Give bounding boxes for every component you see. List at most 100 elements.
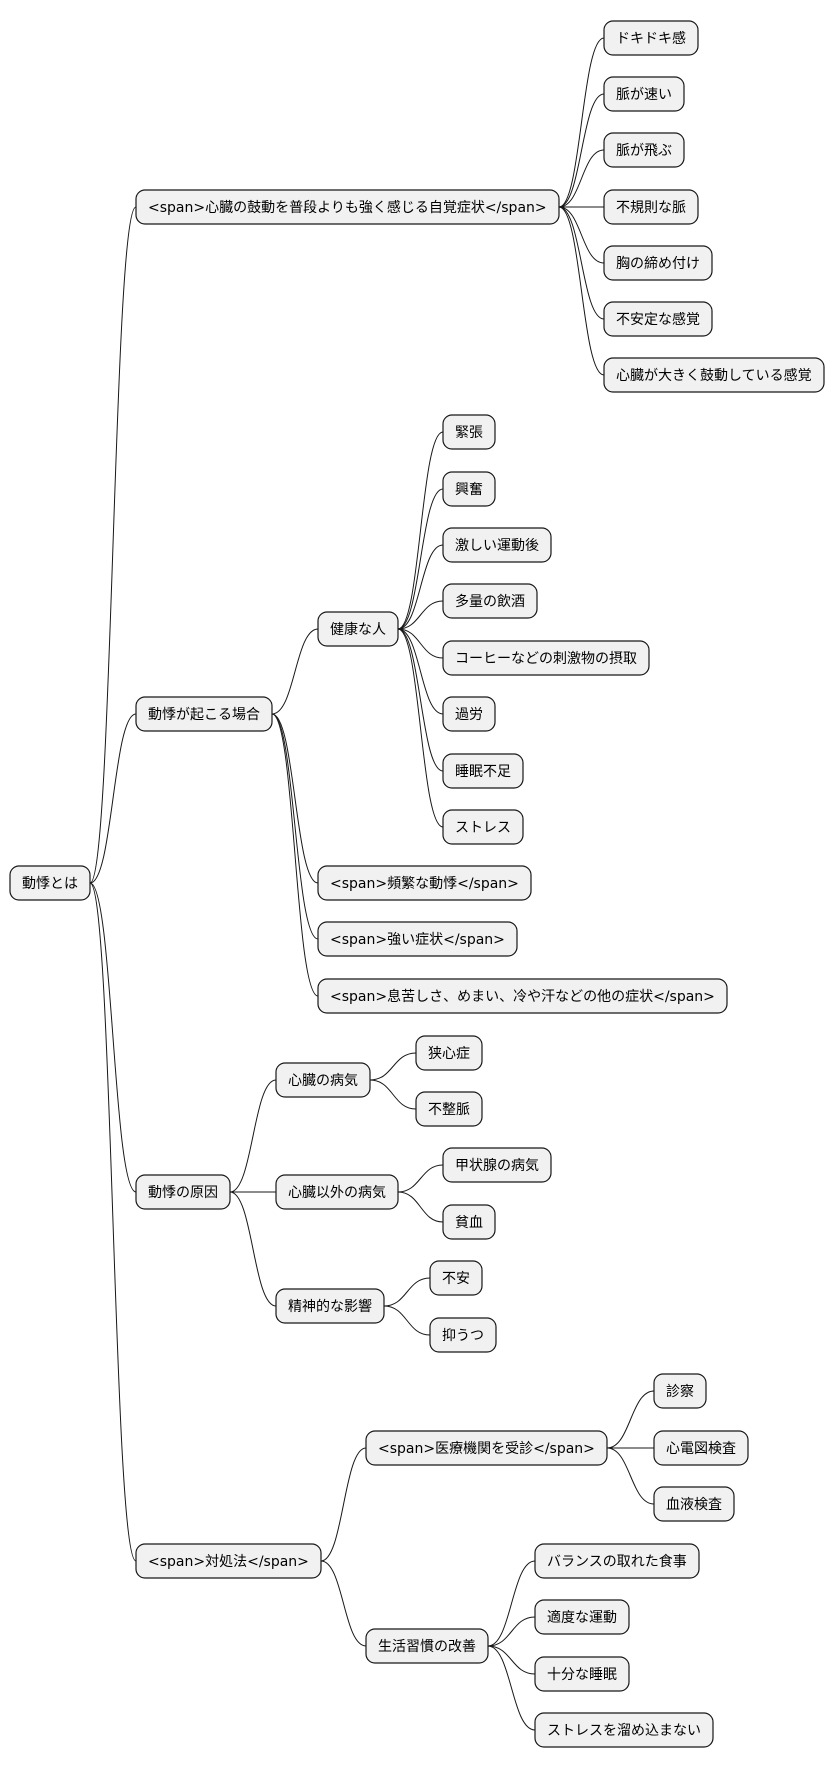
mindmap-node-branches-1-children-0-children-1: 興奮 [442,471,496,507]
node-box [534,1712,714,1748]
connector-line [487,1616,536,1647]
mindmap-node-branches-0-children-3: 不規則な脈 [603,189,699,225]
node-label: 脈が速い [616,87,672,103]
node-label: 抑うつ [442,1328,484,1344]
node-box [415,1035,483,1071]
node-box [603,245,713,281]
mindmap-node-branches-1-children-0-children-6: 睡眠不足 [442,753,524,789]
node-label: 心電図検査 [666,1441,736,1457]
mindmap-node-branches-0-children-2: 脈が飛ぶ [603,132,685,168]
mindmap-node-branches-1-children-1: <span>頻繁な動悸</span> [317,865,532,901]
mindmap-node-branches-2-children-2: 精神的な影響 [275,1288,385,1324]
connector-line [558,206,605,264]
mindmap-node-branches-3-children-1-children-2: 十分な睡眠 [534,1656,630,1692]
node-label: 甲状腺の病気 [455,1158,539,1174]
node-label: <span>強い症状</span> [330,932,505,948]
node-box [317,865,532,901]
node-label: 脈が飛ぶ [616,143,672,159]
connector-line [271,628,319,715]
node-label: 過労 [455,707,483,723]
node-label: 興奮 [455,482,483,498]
node-label: 動悸の原因 [148,1185,218,1201]
connector-line [89,206,137,884]
node-label: 胸の締め付け [616,255,700,272]
node-box [365,1430,608,1466]
connector-line [320,1447,367,1562]
mindmap-node-branches-0: <span>心臓の鼓動を普段よりも強く感じる自覚症状</span> [135,189,560,225]
mindmap-node-branches-3: <span>対処法</span> [135,1543,322,1579]
node-box [317,611,399,647]
node-label: 心臓以外の病気 [288,1185,386,1201]
mindmap-node-branches-2-children-1-children-1: 貧血 [442,1204,496,1240]
node-box [653,1430,749,1466]
node-box [429,1317,497,1353]
node-label: 血液検査 [666,1497,722,1513]
node-box [442,640,650,676]
node-label: 診察 [666,1383,694,1400]
connector-line [397,600,444,630]
mind-map-nodes: 動悸とは <span>心臓の鼓動を普段よりも強く感じる自覚症状</span> ドキド… [9,20,825,1748]
connector-line [397,628,444,659]
connector-line [558,37,605,208]
node-box [603,357,825,393]
mindmap-node-branches-0-children-5: 不安定な感覚 [603,301,713,337]
node-label: ストレス [455,820,511,836]
connector-line [487,1645,536,1731]
connector-line [271,713,319,884]
node-box [442,753,524,789]
node-label: 狭心症 [428,1046,470,1062]
node-box [275,1062,371,1098]
mindmap-node-branches-3-children-0-children-1: 心電図検査 [653,1430,749,1466]
node-label: 精神的な影響 [288,1298,372,1315]
mindmap-node-branches-3-children-1-children-3: ストレスを溜め込まない [534,1712,714,1748]
connector-line [271,713,319,940]
mindmap-node-branches-2-children-0: 心臓の病気 [275,1062,371,1098]
mindmap-node-branches-1-children-2: <span>強い症状</span> [317,921,518,957]
node-box [603,132,685,168]
connector-line [397,628,444,772]
mindmap-node-branches-1-children-0: 健康な人 [317,611,399,647]
mindmap-node-branches-1-children-0-children-5: 過労 [442,696,496,732]
connector-line [383,1277,431,1307]
node-box [603,76,685,112]
connector-line [383,1305,431,1336]
mindmap-node-branches-0-children-0: ドキドキ感 [603,20,699,56]
connector-line [229,1079,277,1193]
node-label: <span>対処法</span> [148,1554,309,1570]
node-label: コーヒーなどの刺激物の摂取 [455,650,637,667]
mindmap-node-branches-3-children-0-children-0: 診察 [653,1373,707,1409]
node-box [317,921,518,957]
connector-line [397,1164,444,1193]
connector-line [606,1447,655,1505]
node-box [135,189,560,225]
mindmap-node-branches-2: 動悸の原因 [135,1174,231,1210]
mindmap-node-branches-1-children-0-children-7: ストレス [442,809,524,845]
node-label: 心臓が大きく鼓動している感覚 [616,367,812,384]
connector-lines [89,37,655,1731]
node-label: 健康な人 [330,621,386,638]
node-box [603,20,699,56]
mindmap-node-root: 動悸とは [9,865,91,901]
mindmap-node-branches-1-children-3: <span>息苦しさ、めまい、冷や汗などの他の症状</span> [317,978,728,1014]
connector-line [369,1052,417,1081]
node-label: 不安 [442,1271,470,1287]
mindmap-node-branches-3-children-1-children-1: 適度な運動 [534,1599,630,1635]
connector-line [487,1645,536,1675]
node-box [415,1091,483,1127]
mindmap-node-branches-0-children-6: 心臓が大きく鼓動している感覚 [603,357,825,393]
connector-line [397,628,444,715]
connector-line [558,206,605,320]
mindmap-node-branches-2-children-2-children-0: 不安 [429,1260,483,1296]
node-label: 心臓の病気 [288,1073,358,1089]
node-box [653,1486,735,1522]
node-box [534,1599,630,1635]
mindmap-node-branches-2-children-0-children-1: 不整脈 [415,1091,483,1127]
node-label: <span>息苦しさ、めまい、冷や汗などの他の症状</span> [330,988,715,1005]
connector-line [369,1079,417,1110]
node-box [275,1288,385,1324]
node-label: 不安定な感覚 [616,311,700,328]
mindmap-node-branches-1-children-0-children-4: コーヒーなどの刺激物の摂取 [442,640,650,676]
node-label: バランスの取れた食事 [547,1553,687,1570]
node-label: 動悸とは [22,876,78,892]
node-label: 多量の飲酒 [455,593,525,610]
